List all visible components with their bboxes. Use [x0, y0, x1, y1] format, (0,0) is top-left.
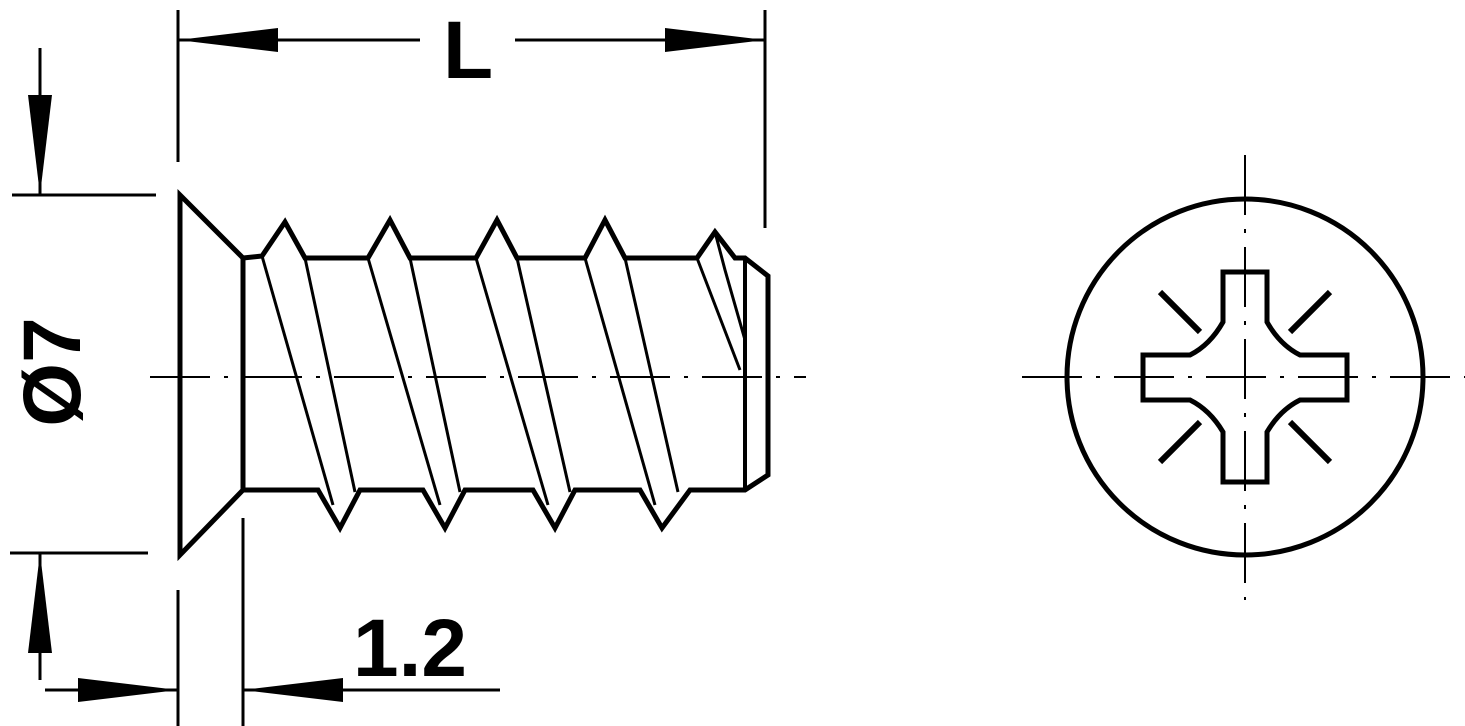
- screw-end-view: [1022, 155, 1465, 600]
- length-dimension: L: [176, 5, 767, 228]
- head-offset-label: 1.2: [353, 603, 467, 694]
- diameter-label: Ø7: [7, 317, 98, 426]
- screw-side-view: [150, 188, 806, 562]
- length-label: L: [443, 5, 493, 96]
- head-offset-dimension: 1.2: [45, 518, 500, 726]
- diameter-dimension: Ø7: [7, 48, 156, 680]
